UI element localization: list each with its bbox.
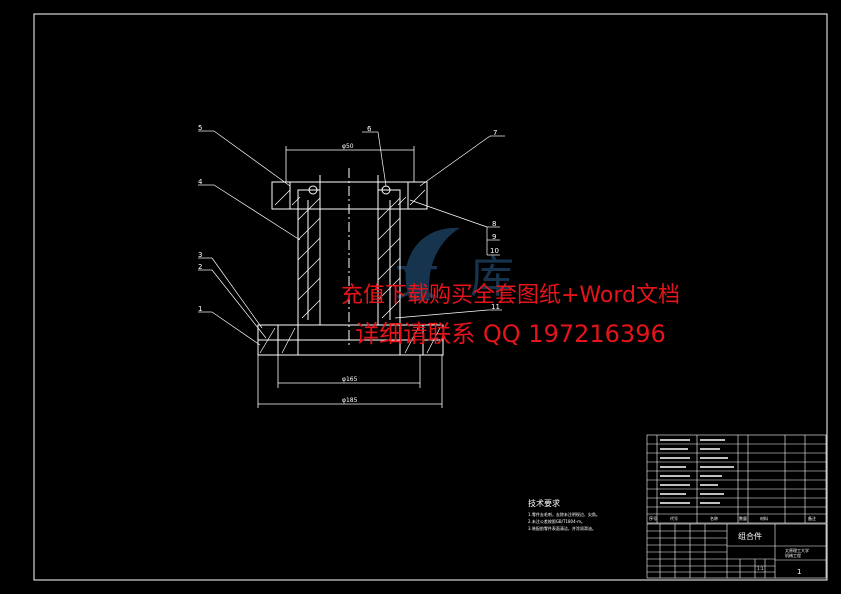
tech-requirements: 技术要求 1.零件去毛刺，去除未注明锐边、尖角。 2.未注公差按照GB/T180… xyxy=(528,498,600,531)
balloon-6: 6 xyxy=(367,125,372,133)
balloon-1: 1 xyxy=(198,305,202,313)
title-class: 机械工程 xyxy=(785,552,801,558)
bom-header-note: 备注 xyxy=(808,515,816,521)
tech-req-line-1: 1.零件去毛刺，去除未注明锐边、尖角。 xyxy=(528,511,600,517)
dim-d-base-inner: φ165 xyxy=(342,376,358,383)
watermark-logo: 文 库 xyxy=(395,227,514,306)
balloon-4: 4 xyxy=(198,178,203,186)
bom-header-index: 序号 xyxy=(649,515,657,521)
title-part-name: 组合件 xyxy=(738,531,762,541)
tech-req-line-3: 3.装配前零件表面清洁，并涂润滑油。 xyxy=(528,525,596,531)
balloon-11: 11 xyxy=(491,303,500,311)
title-sheet: 1 xyxy=(797,568,801,576)
watermark-line-2: 详细请联系 QQ 197216396 xyxy=(355,320,666,348)
bom-header-name: 名称 xyxy=(710,515,718,521)
hatch-left xyxy=(297,197,321,319)
bom-header-qty: 数量 xyxy=(739,515,747,521)
hatch-base xyxy=(259,327,441,354)
bom-header-material: 材料 xyxy=(760,515,768,521)
bom-table xyxy=(646,434,827,524)
outer-border xyxy=(33,13,828,581)
balloon-9: 9 xyxy=(492,233,496,241)
logo-char-2: 库 xyxy=(470,252,514,303)
logo-char-1: 文 xyxy=(395,255,439,306)
balloon-8: 8 xyxy=(492,220,496,228)
dim-d-top: φ50 xyxy=(342,143,354,150)
bom-header-code: 代号 xyxy=(670,515,678,521)
dim-d-base-outer: φ185 xyxy=(342,397,358,404)
title-scale: 1:1 xyxy=(757,566,764,571)
title-school: 太原理工大学 xyxy=(785,547,809,553)
balloon-3: 3 xyxy=(198,251,202,259)
tech-req-heading: 技术要求 xyxy=(528,498,560,508)
bom-cell-marks xyxy=(660,439,734,504)
hatch-right xyxy=(377,197,401,319)
balloon-5: 5 xyxy=(198,124,202,132)
part-section-view xyxy=(257,168,444,356)
hatch-flange xyxy=(274,189,426,206)
tech-req-line-2: 2.未注公差按照GB/T1804-m。 xyxy=(528,518,585,524)
balloon-7: 7 xyxy=(493,129,497,137)
leaders xyxy=(198,130,505,346)
title-block xyxy=(646,523,827,579)
balloon-2: 2 xyxy=(198,263,202,271)
balloon-10: 10 xyxy=(490,247,499,255)
watermark-line-1: 充值下载购买全套图纸+Word文档 xyxy=(341,283,680,308)
dimensions xyxy=(257,146,443,408)
